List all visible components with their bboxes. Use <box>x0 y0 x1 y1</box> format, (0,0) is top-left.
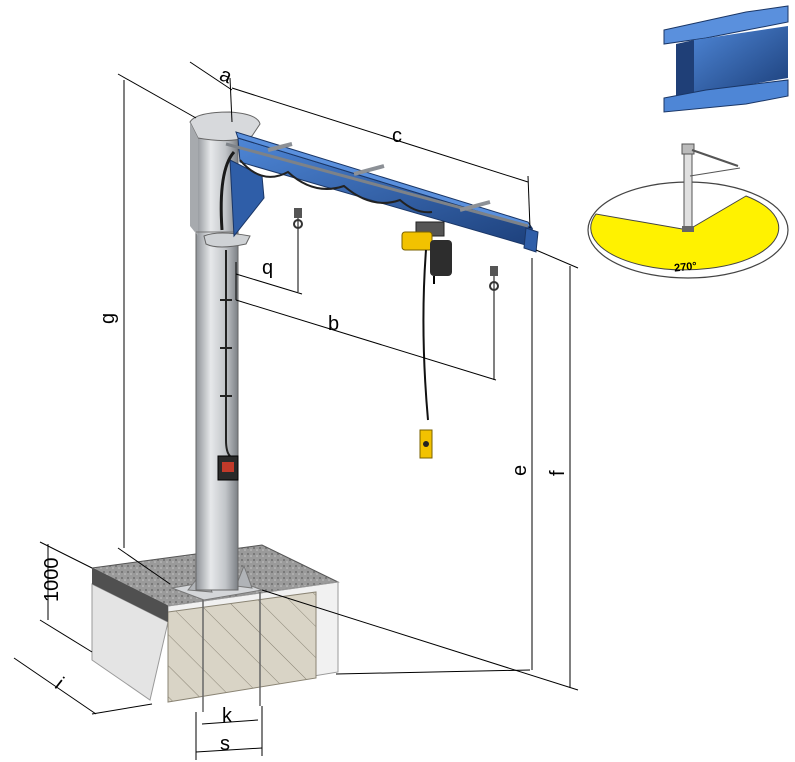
dim-label-g: g <box>97 313 119 324</box>
dim-label-s: s <box>220 733 230 755</box>
dim-label-c: c <box>392 125 402 147</box>
hook-max-position <box>489 266 499 380</box>
slewing-range-icon: 270° <box>587 143 789 279</box>
foundation-block <box>90 544 340 712</box>
jib-boom <box>219 131 539 253</box>
chain-hoist <box>401 221 452 459</box>
dim-label-1000: 1000 <box>41 558 63 603</box>
slewing-angle-label: 270° <box>674 260 698 274</box>
dim-label-i: i <box>50 674 67 694</box>
control-pendant <box>217 250 239 481</box>
dim-label-q: q <box>262 257 273 279</box>
dim-label-e: e <box>509 465 531 476</box>
dim-label-k: k <box>222 705 233 727</box>
hook-min-position <box>293 208 303 292</box>
i-beam-profile-icon <box>663 5 789 113</box>
dim-label-b: b <box>328 313 339 335</box>
dim-label-f: f <box>547 470 569 476</box>
crane-column <box>189 111 261 591</box>
dim-label-a: a <box>216 64 235 89</box>
